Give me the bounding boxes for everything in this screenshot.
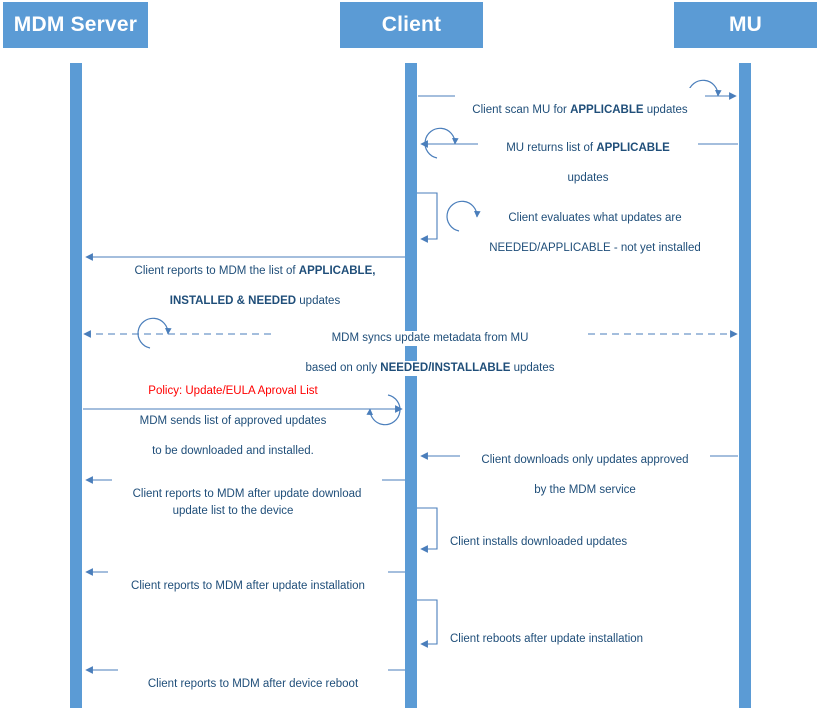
message-text-8: Client reports to MDM after update downl… [132, 488, 362, 500]
participant-client[interactable]: Client [340, 2, 483, 48]
message-text-5-line2: based on only NEEDED/INSTALLABLE updates [275, 361, 585, 376]
message-text-4-line1: Client reports to MDM the list of APPLIC… [110, 264, 400, 279]
self-bracket-msg-3 [417, 192, 438, 243]
message-text-5-line1: MDM syncs update metadata from MU [275, 331, 585, 346]
message-text-4-line2: INSTALLED & NEEDED updates [169, 295, 341, 307]
message-label-4: Client reports to MDM the list of APPLIC… [110, 249, 400, 324]
policy-annotation: Policy: Update/EULA Aproval List [148, 385, 318, 397]
lifeline-mdm-server [70, 63, 82, 708]
message-text-11: Client reboots after update installation [450, 633, 644, 645]
message-text-9: Client installs downloaded updates [450, 536, 628, 548]
message-label-8: Client reports to MDM after update downl… [112, 472, 382, 502]
message-text-7-line1: Client downloads only updates approved [460, 453, 710, 468]
loop-icon-msg-2 [424, 127, 459, 159]
message-label-5: MDM syncs update metadata from MU based … [275, 316, 585, 391]
message-text-6-line4: update list to the device [172, 505, 294, 517]
message-text-2-line1: MU returns list of APPLICABLE [478, 141, 698, 156]
message-label-2: MU returns list of APPLICABLE updates [478, 126, 698, 201]
message-text-10: Client reports to MDM after update insta… [131, 580, 365, 592]
self-bracket-msg-9 [417, 507, 438, 553]
message-text-2-line2: updates [567, 172, 609, 184]
lifeline-client [405, 63, 417, 708]
message-text-6-line2: to be downloaded and installed. [98, 444, 368, 459]
message-text-7-line2: by the MDM service [534, 484, 636, 496]
loop-icon-msg-6 [366, 394, 401, 426]
message-text-6-line1: MDM sends list of approved updates [139, 415, 327, 427]
message-label-10: Client reports to MDM after update insta… [108, 564, 388, 594]
message-label-7: Client downloads only updates approved b… [460, 438, 710, 513]
message-label-9: Client installs downloaded updates [450, 520, 660, 550]
participant-mdm-server[interactable]: MDM Server [3, 2, 148, 48]
participant-mu[interactable]: MU [674, 2, 817, 48]
message-label-11: Client reboots after update installation [450, 617, 680, 647]
message-text-3-line2: NEEDED/APPLICABLE - not yet installed [489, 242, 701, 254]
message-label-1: Client scan MU for APPLICABLE updates [455, 88, 705, 118]
message-label-12: Client reports to MDM after device reboo… [118, 662, 388, 692]
lifeline-mu [739, 63, 751, 708]
message-label-6: Policy: Update/EULA Aproval List MDM sen… [98, 369, 368, 534]
message-text-12: Client reports to MDM after device reboo… [147, 678, 359, 690]
message-label-3: Client evaluates what updates are NEEDED… [470, 196, 720, 271]
self-bracket-msg-11 [417, 599, 438, 648]
message-text-3-line1: Client evaluates what updates are [508, 212, 682, 224]
message-text-1: Client scan MU for APPLICABLE updates [472, 104, 688, 116]
